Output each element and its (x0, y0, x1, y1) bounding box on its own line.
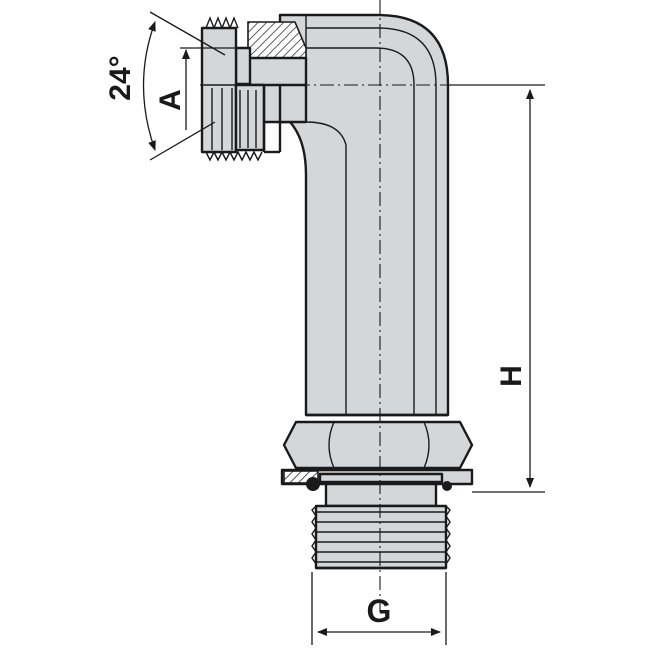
o-ring-left (306, 477, 320, 491)
g-label: G (367, 593, 392, 629)
o-ring-right (442, 481, 452, 491)
angle-label: 24° (104, 55, 137, 100)
bottom-thread (311, 482, 451, 570)
g-dimension (311, 572, 447, 645)
washer (280, 468, 474, 491)
h-label: H (495, 365, 528, 387)
a-label: A (154, 89, 187, 111)
hex-nut (282, 420, 474, 470)
h-dimension (448, 84, 545, 493)
left-thread-end (200, 16, 308, 162)
a-dimension (180, 47, 240, 130)
